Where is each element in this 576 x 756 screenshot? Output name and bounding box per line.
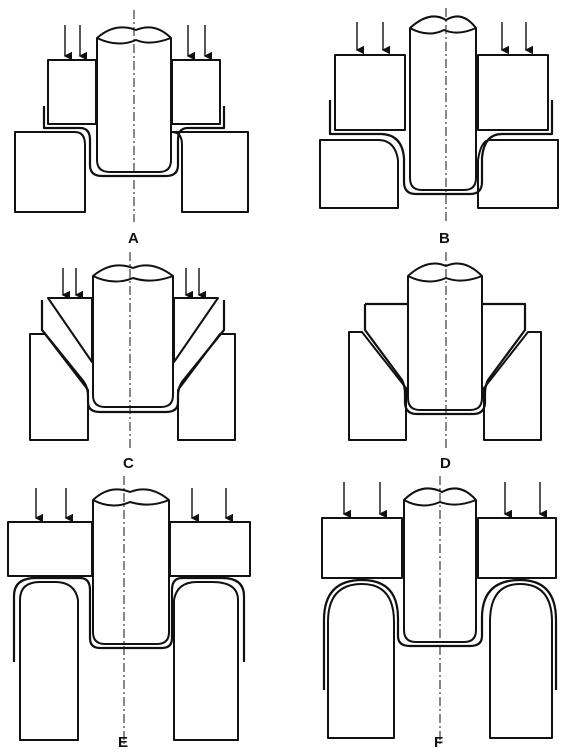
force-arrows	[61, 268, 206, 300]
panel-label: A	[128, 230, 139, 247]
sheet-workpiece	[363, 302, 527, 416]
blank-holder	[7, 521, 251, 577]
punch	[92, 488, 170, 645]
die	[14, 131, 249, 213]
blank-holder	[321, 517, 557, 579]
punch	[409, 15, 477, 191]
force-arrows	[34, 488, 233, 523]
die	[19, 581, 239, 741]
panel-f: F	[321, 476, 558, 751]
die	[327, 583, 553, 739]
sheet-workpiece	[40, 300, 226, 414]
punch	[92, 264, 174, 408]
sheet-workpiece	[328, 100, 554, 196]
panel-c: C	[29, 252, 236, 472]
force-arrows	[342, 482, 547, 519]
panel-label: B	[439, 230, 450, 247]
panel-d: D	[348, 252, 542, 472]
force-arrows	[355, 22, 533, 55]
die	[319, 139, 559, 209]
punch	[407, 262, 483, 411]
panel-a: A	[14, 10, 249, 247]
panel-label: E	[118, 734, 128, 751]
blank-holder	[47, 297, 219, 363]
die	[29, 333, 236, 441]
panel-e: E	[7, 476, 251, 751]
blank-holder	[334, 54, 549, 131]
force-arrows	[63, 25, 212, 61]
panel-label: C	[123, 455, 134, 472]
panel-label: F	[434, 734, 443, 751]
sheet-workpiece	[12, 576, 246, 662]
panel-label: D	[440, 455, 451, 472]
die	[348, 331, 542, 441]
panel-b: B	[319, 8, 559, 247]
